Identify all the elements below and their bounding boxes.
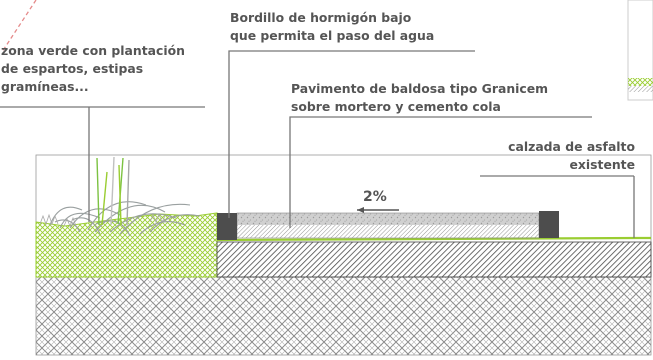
label-pavimento: Pavimento de baldosa tipo Granicem sobre… bbox=[291, 80, 548, 116]
label-zona-verde-line-3: gramíneas... bbox=[1, 79, 89, 94]
label-calzada: calzada de asfalto existente bbox=[508, 138, 635, 174]
label-bordillo: Bordillo de hormigón bajo que permita el… bbox=[230, 9, 434, 45]
label-zona-verde: zona verde con plantación de espartos, e… bbox=[1, 42, 185, 96]
grass-tufts bbox=[39, 212, 166, 228]
subgrade-layer bbox=[36, 277, 651, 355]
base-layer bbox=[217, 242, 651, 277]
label-pavimento-line-1: Pavimento de baldosa tipo Granicem bbox=[291, 81, 549, 96]
label-zona-verde-line-2: de espartos, estipas bbox=[1, 61, 144, 76]
slope-label: 2% bbox=[363, 189, 387, 205]
dashed-guide-line bbox=[1, 0, 37, 53]
tile-pavement bbox=[237, 213, 539, 225]
label-bordillo-line-1: Bordillo de hormigón bajo bbox=[230, 10, 412, 25]
label-bordillo-line-2: que permita el paso del agua bbox=[230, 28, 435, 43]
leader-lines bbox=[0, 50, 635, 238]
label-zona-verde-line-1: zona verde con plantación bbox=[1, 43, 185, 58]
inset-detail bbox=[627, 0, 653, 101]
grass-plants bbox=[49, 201, 201, 237]
leader-pavimento bbox=[289, 116, 592, 228]
grass-stems bbox=[96, 156, 130, 226]
mortar-layer bbox=[237, 225, 539, 238]
curb-right bbox=[539, 211, 559, 238]
leader-bordillo bbox=[228, 50, 475, 218]
label-pavimento-line-2: sobre mortero y cemento cola bbox=[291, 99, 501, 114]
label-calzada-line-2: existente bbox=[569, 157, 636, 172]
label-calzada-line-1: calzada de asfalto bbox=[508, 139, 635, 154]
green-surface-line bbox=[216, 236, 651, 242]
curb-left bbox=[217, 213, 237, 240]
planting-soil bbox=[35, 212, 218, 278]
